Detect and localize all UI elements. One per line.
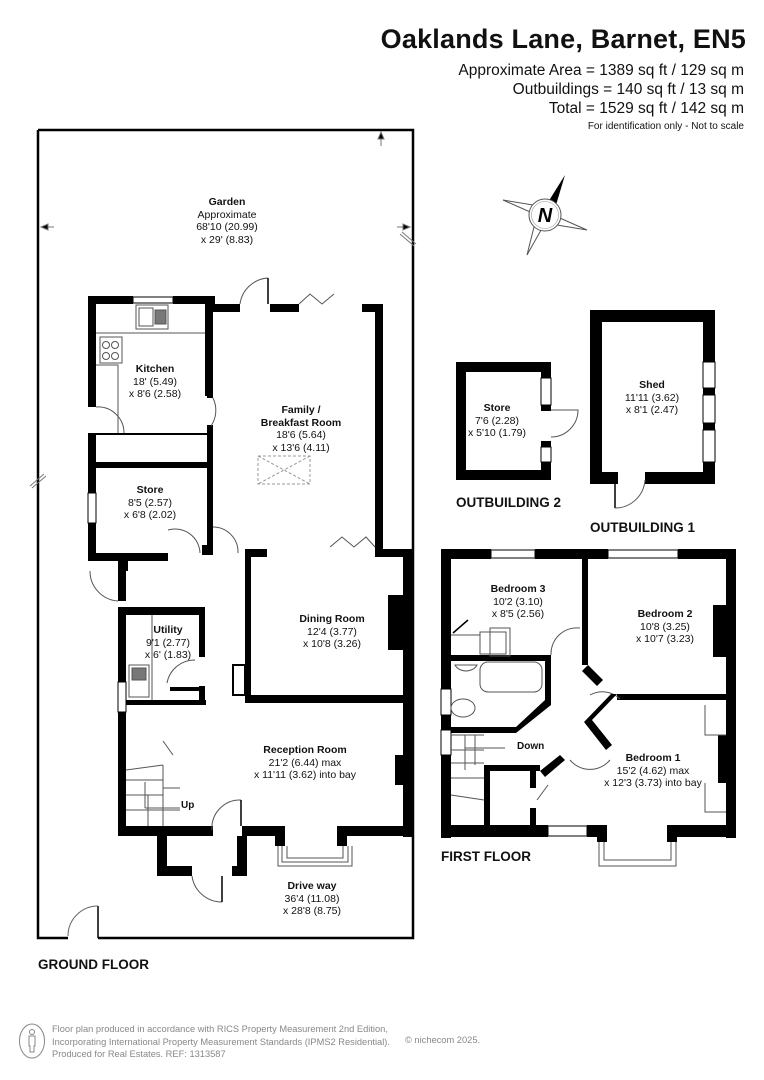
utility-fittings [128, 615, 153, 700]
room-shed: Shed 11'11 (3.62) x 8'1 (2.47) [624, 379, 680, 416]
north-compass-icon: N [502, 175, 588, 256]
stairs-down-label: Down [517, 741, 545, 752]
room-dining: Dining Room 12'4 (3.77) x 10'8 (3.26) [299, 613, 365, 650]
outbuilding-2-walls [456, 362, 552, 480]
total-area: Total = 1529 sq ft / 142 sq m [548, 100, 744, 117]
room-garden: Garden Approximate 68'10 (20.99) x 29' (… [196, 196, 258, 246]
room-family-breakfast: Family / Breakfast Room 18'6 (5.64) x 13… [260, 404, 342, 454]
outbuilding-1-door-icon [614, 479, 646, 509]
outbuildings-area: Outbuildings = 140 sq ft / 13 sq m [512, 81, 744, 98]
room-kitchen: Kitchen 18' (5.49) x 8'6 (2.58) [128, 363, 182, 400]
footer-disclaimer: Floor plan produced in accordance with R… [52, 1024, 390, 1059]
reception-bay-window [277, 846, 353, 867]
room-reception: Reception Room 21'2 (6.44) max x 11'11 (… [253, 744, 357, 781]
room-driveway: Drive way 36'4 (11.08) x 28'8 (8.75) [282, 880, 342, 917]
garden-boundary [36, 128, 415, 940]
room-bedroom-3: Bedroom 3 10'2 (3.10) x 8'5 (2.56) [490, 583, 546, 620]
garden-gate-door-icon [67, 905, 99, 938]
room-bedroom-1: Bedroom 1 15'2 (4.62) max x 12'3 (3.73) … [604, 752, 702, 789]
approximate-area: Approximate Area = 1389 sq ft / 129 sq m [458, 62, 744, 79]
stairs-up-label: Up [181, 800, 195, 811]
ground-floor-stairs [125, 740, 180, 826]
room-store: Store 8'5 (2.57) x 6'8 (2.02) [123, 484, 177, 521]
person-measurement-icon [19, 1023, 45, 1059]
outbuilding-2-door-icon [550, 409, 579, 438]
scale-disclaimer: For identification only - Not to scale [587, 121, 744, 132]
kitchen-fittings [96, 304, 205, 433]
ground-floor-label: GROUND FLOOR [38, 957, 149, 972]
outbuilding-2-label: OUTBUILDING 2 [456, 495, 562, 510]
first-floor-fittings [450, 619, 726, 867]
room-utility: Utility 9'1 (2.77) x 6' (1.83) [144, 624, 192, 661]
first-floor-label: FIRST FLOOR [441, 849, 531, 864]
room-outbuilding-store: Store 7'6 (2.28) x 5'10 (1.79) [467, 402, 527, 439]
ground-floor-walls [87, 296, 413, 876]
ground-floor-doors [89, 277, 376, 903]
rooflight [257, 455, 311, 485]
footer-copyright: © nichecom 2025. [405, 1035, 481, 1045]
dimension-arrows-icon [29, 130, 417, 489]
outbuilding-1-label: OUTBUILDING 1 [590, 520, 696, 535]
first-floor-walls [440, 549, 736, 842]
svg-text:N: N [538, 205, 553, 227]
outbuilding-1-walls [590, 310, 716, 484]
first-floor-landing-walls [516, 665, 617, 777]
property-title: Oaklands Lane, Barnet, EN5 [380, 24, 746, 54]
room-bedroom-2: Bedroom 2 10'8 (3.25) x 10'7 (3.23) [635, 608, 695, 645]
